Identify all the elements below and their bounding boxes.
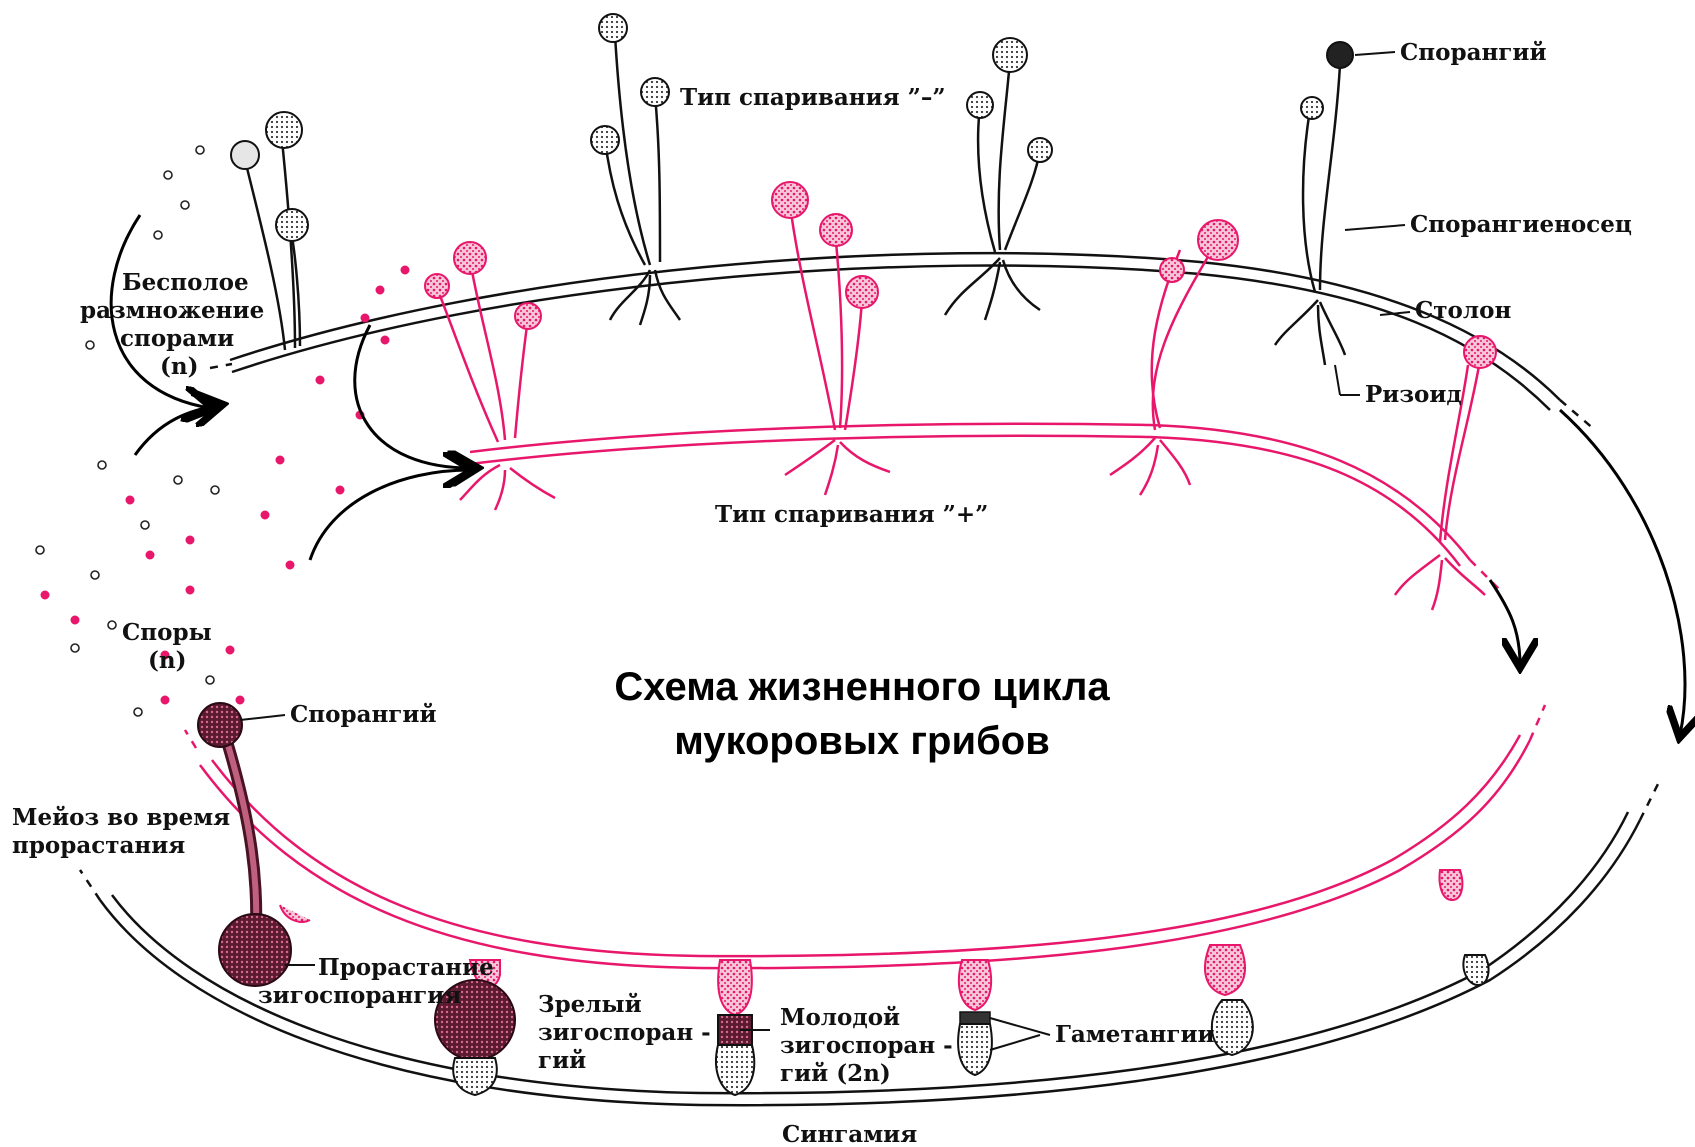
label-mature-3: гий: [538, 1047, 586, 1074]
label-sporangiophore: Спорангиеносец: [1410, 211, 1632, 238]
spore-scatter: [36, 146, 409, 716]
label-stolon: Столон: [1415, 297, 1511, 324]
label-asexual-3: спорами: [120, 325, 234, 352]
gametangia-pair: [958, 960, 992, 1075]
leader-lines: [240, 52, 1410, 1050]
early-gametangia: [1205, 870, 1489, 1055]
label-asexual-1: Бесполое: [122, 269, 249, 296]
label-meiosis-2: прорастания: [12, 832, 185, 859]
label-young-2: зигоспоран -: [780, 1032, 953, 1059]
label-sporangium-bottom: Спорангий: [290, 701, 437, 728]
label-germination-1: Прорастание: [318, 954, 494, 981]
label-mating-plus: Тип спаривания ”+”: [715, 501, 988, 528]
label-sporangium-top: Спорангий: [1400, 39, 1547, 66]
label-young-1: Молодой: [780, 1004, 900, 1031]
minus-sporangiophore-cluster-4: [1275, 42, 1353, 365]
label-germination-2: зигоспорангия: [258, 982, 461, 1009]
label-mature-2: зигоспоран -: [538, 1019, 711, 1046]
minus-sporangiophore-cluster-3: [945, 38, 1052, 320]
label-mating-minus: Тип спаривания ”–”: [680, 84, 946, 111]
label-rhizoid: Ризоид: [1365, 381, 1462, 408]
label-mature-1: Зрелый: [538, 991, 642, 1018]
plus-sporangiophore-cluster-4: [1395, 336, 1496, 610]
label-meiosis-1: Мейоз во время: [12, 804, 230, 831]
label-asexual-2: размножение: [80, 297, 264, 324]
label-syngamy: Сингамия: [782, 1121, 917, 1147]
diagram-title-line-2: мукоровых грибов: [674, 719, 1050, 763]
label-young-3: гий (2n): [780, 1060, 891, 1087]
young-zygosporangium: [716, 960, 754, 1095]
diagram-title-line-1: Схема жизненного цикла: [614, 665, 1110, 709]
plus-sporangiophore-cluster-2: [772, 182, 890, 495]
label-asexual-4: (n): [160, 353, 199, 380]
label-gametangia: Гаметангии: [1055, 1021, 1215, 1048]
label-spores-2: (n): [148, 647, 187, 674]
plus-sporangiophore-cluster-3: [1110, 220, 1238, 495]
label-spores-1: Споры: [122, 619, 212, 646]
